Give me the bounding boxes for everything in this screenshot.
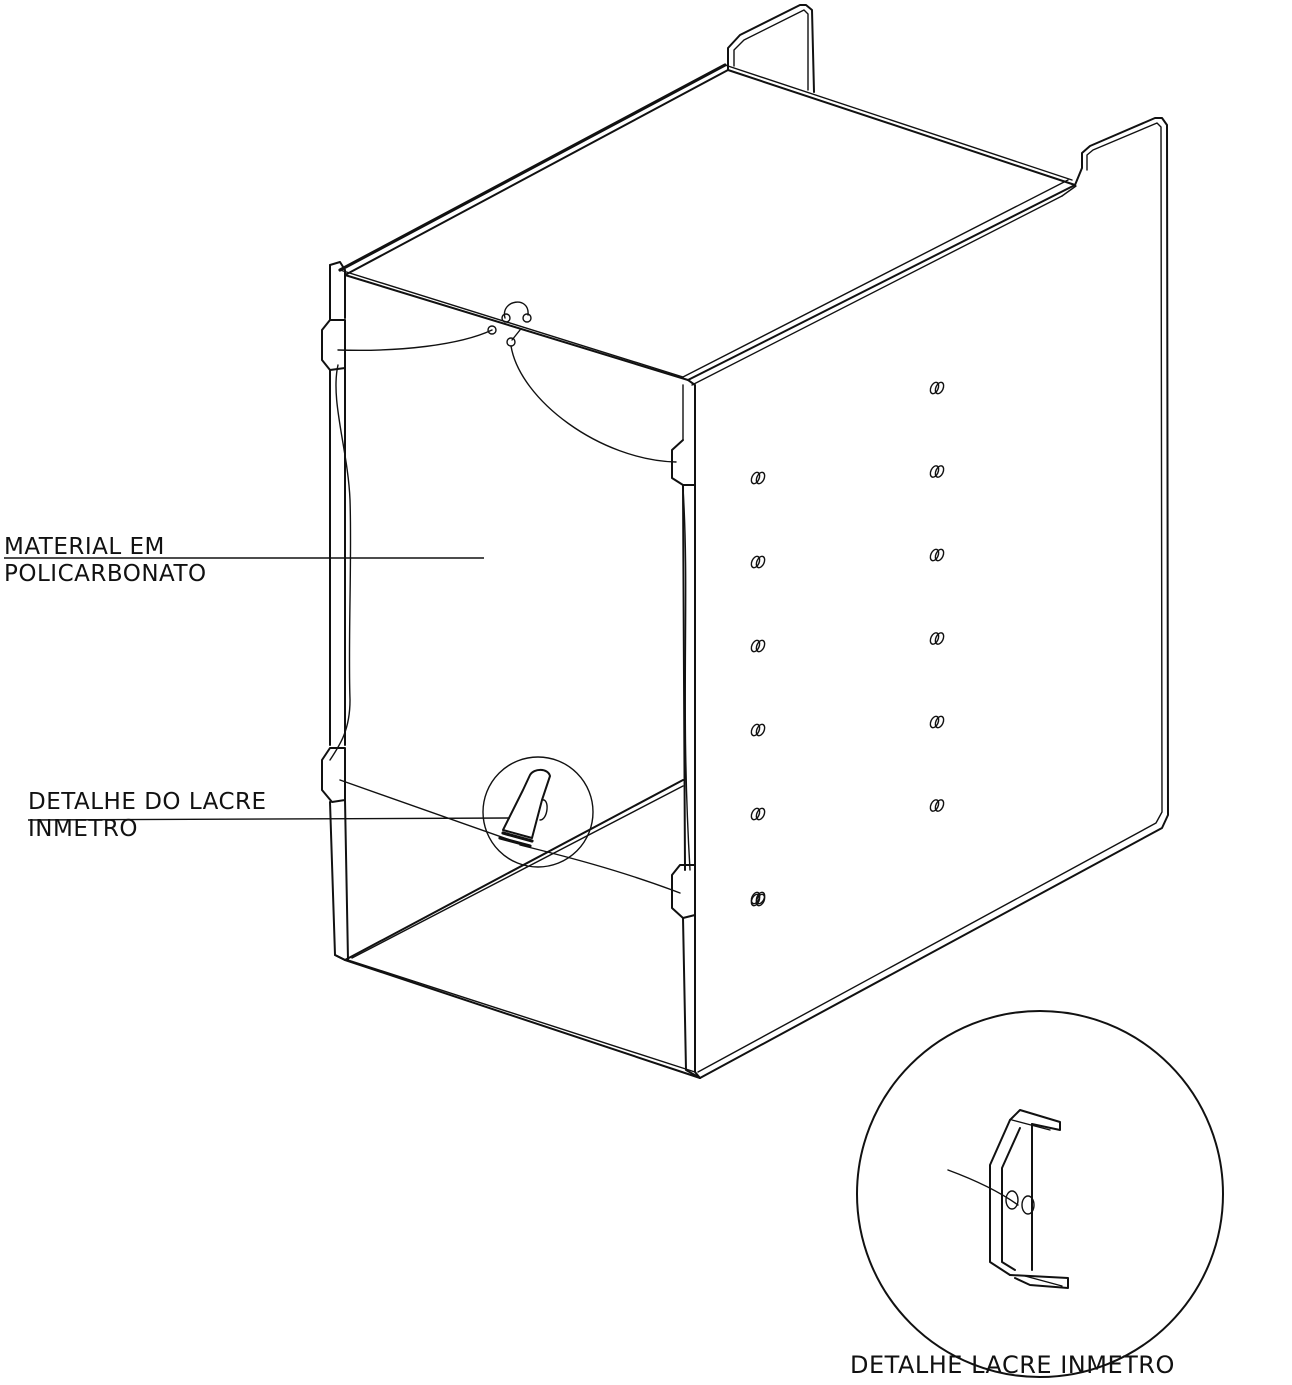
seal-detail-label-line1: DETALHE DO LACRE (28, 789, 267, 815)
front-frame (321, 261, 701, 1079)
seal-detail-label: DETALHE DO LACRE INMETRO (28, 789, 267, 843)
seal-detail-caption: DETALHE LACRE INMETRO (850, 1351, 1175, 1379)
mounting-hole (929, 465, 945, 478)
mounting-hole (750, 723, 766, 737)
seal-wires (329, 301, 691, 894)
mounting-hole (929, 548, 945, 562)
mounting-hole (750, 807, 766, 821)
mounting-hole (929, 799, 945, 812)
mounting-hole (750, 893, 766, 907)
mounting-holes-rear-column (929, 381, 945, 812)
material-label-line1: MATERIAL EM (4, 534, 165, 560)
leader-line-seal-detail (27, 817, 511, 821)
mounting-holes-front-column (750, 471, 766, 907)
right-side-panel (682, 117, 1169, 1079)
mounting-hole (750, 639, 766, 653)
seal-detail-enlarged-view (856, 1010, 1224, 1378)
seal-detail-label-line2: INMETRO (28, 816, 138, 842)
mounting-hole (929, 632, 945, 645)
material-label: MATERIAL EM POLICARBONATO (4, 534, 207, 588)
mounting-hole (929, 381, 945, 395)
material-label-line2: POLICARBONATO (4, 561, 207, 587)
mounting-hole (929, 715, 945, 729)
rear-side-panel-top-tab (727, 4, 815, 93)
seal-detail-callout-circle (482, 756, 594, 868)
top-panel (338, 63, 1077, 386)
mounting-hole (750, 555, 766, 569)
mounting-hole (750, 471, 766, 485)
